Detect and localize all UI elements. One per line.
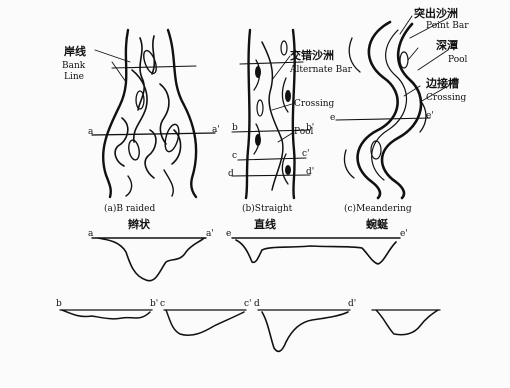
caption-meandering-en: (c)Meandering <box>344 205 412 214</box>
caption-braided-en: (a)B raided <box>104 205 155 214</box>
section-mark-c1: c' <box>302 150 310 159</box>
xs-mark-d1: d' <box>348 300 356 309</box>
section-mark-e: e <box>330 114 335 123</box>
section-mark-b: b <box>232 124 238 133</box>
meander-crossing-label-cn: 边接槽 <box>426 78 459 89</box>
section-mark-e1: e' <box>426 112 434 121</box>
xs-mark-b: b <box>56 300 62 309</box>
cross-section-straight <box>232 238 400 264</box>
braided-planform <box>92 30 215 197</box>
xs-mark-c1: c' <box>244 300 252 309</box>
cross-section-braided <box>92 238 206 281</box>
bank-line-label-cn: 岸线 <box>64 46 86 57</box>
section-mark-a1: a' <box>212 126 220 135</box>
caption-meandering-cn: 蜿蜒 <box>366 219 388 230</box>
xs-mark-a: a <box>88 230 93 239</box>
xs-mark-c: c <box>160 300 165 309</box>
section-mark-d: d <box>228 170 234 179</box>
xs-mark-b1: b' <box>150 300 158 309</box>
alternate-bar-label-en: Alternate Bar <box>290 66 352 75</box>
xs-mark-e: e <box>226 230 231 239</box>
bank-line-label-en-2: Line <box>64 73 84 82</box>
caption-braided-cn: 辫状 <box>128 219 150 230</box>
straight-crossing-label: Crossing <box>294 100 334 109</box>
cross-section-c-c1 <box>258 310 350 351</box>
meander-pool-label-cn: 深潭 <box>436 40 458 51</box>
caption-straight-cn: 直线 <box>254 219 276 230</box>
section-mark-a: a <box>88 128 93 137</box>
caption-straight-en: (b)Straight <box>242 205 292 214</box>
point-bar-label-en: Point Bar <box>426 22 469 31</box>
section-mark-b1: b' <box>306 124 314 133</box>
section-mark-c: c <box>232 152 237 161</box>
meander-pool-label-en: Pool <box>448 56 467 65</box>
cross-section-d-d1 <box>372 310 440 335</box>
bank-line-label-en-1: Bank <box>62 62 85 71</box>
section-mark-d1: d' <box>306 168 314 177</box>
cross-section-a-a1 <box>60 310 152 319</box>
point-bar-label-cn: 突出沙洲 <box>414 8 458 19</box>
cross-section-b-b1 <box>164 310 246 335</box>
meandering-planform <box>336 16 430 198</box>
alternate-bar-label-cn: 交错沙洲 <box>290 50 334 61</box>
xs-mark-d: d <box>254 300 260 309</box>
xs-mark-a1: a' <box>206 230 214 239</box>
xs-mark-e1: e' <box>400 230 408 239</box>
meander-crossing-label-en: Crossing <box>426 94 466 103</box>
